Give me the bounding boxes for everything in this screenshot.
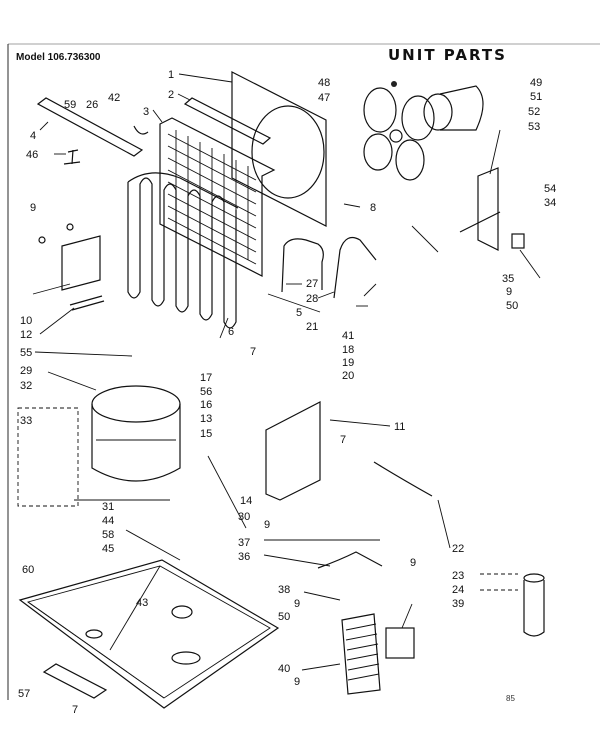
callout-20: 20 — [342, 370, 354, 382]
callout-2: 2 — [168, 89, 174, 101]
page-number: 85 — [506, 694, 515, 703]
callout-5: 5 — [296, 307, 302, 319]
bracket-46-part — [63, 149, 81, 165]
fan-blade-part — [363, 87, 435, 181]
callout-16: 16 — [200, 399, 212, 411]
callout-36: 36 — [238, 551, 250, 563]
callout-46: 46 — [26, 149, 38, 161]
callout-45: 45 — [102, 543, 114, 555]
callout-17: 17 — [200, 372, 212, 384]
callout-48: 48 — [318, 77, 330, 89]
callout-44: 44 — [102, 515, 114, 527]
evaporator-part — [127, 172, 239, 329]
callout-9a: 9 — [30, 202, 36, 214]
condenser-panel-part — [231, 71, 327, 227]
callout-60: 60 — [22, 564, 34, 576]
compressor-part — [91, 385, 181, 482]
callout-7a: 7 — [250, 346, 256, 358]
callout-10: 10 — [20, 315, 32, 327]
terminal-block-part — [511, 233, 525, 249]
strip-12-part — [69, 295, 103, 306]
callout-58: 58 — [102, 529, 114, 541]
callout-50b: 50 — [278, 611, 290, 623]
callout-18: 18 — [342, 344, 354, 356]
tube-27-part — [281, 238, 324, 293]
motor-bracket-part — [477, 167, 499, 251]
callout-28: 28 — [306, 293, 318, 305]
callout-8: 8 — [370, 202, 376, 214]
callout-49: 49 — [530, 77, 542, 89]
callout-26: 26 — [86, 99, 98, 111]
callout-32: 32 — [20, 380, 32, 392]
callout-9c: 9 — [264, 519, 270, 531]
base-pan-part — [18, 559, 280, 709]
callout-40: 40 — [278, 663, 290, 675]
callout-3: 3 — [143, 106, 149, 118]
callout-9e: 9 — [294, 598, 300, 610]
callout-27: 27 — [306, 278, 318, 290]
overload-kit-box — [17, 407, 79, 507]
cable-22-part — [373, 461, 433, 497]
control-plate-part — [265, 401, 321, 501]
callout-51: 51 — [530, 91, 542, 103]
callout-42: 42 — [108, 92, 120, 104]
relay-39-part — [385, 627, 415, 659]
callout-33: 33 — [20, 415, 32, 427]
callout-41: 41 — [342, 330, 354, 342]
callout-34: 34 — [544, 197, 556, 209]
clip-part — [133, 125, 149, 135]
callout-54: 54 — [544, 183, 556, 195]
thermostat-43-part — [171, 605, 193, 619]
callout-7b: 7 — [340, 434, 346, 446]
callout-59: 59 — [64, 99, 76, 111]
callout-57: 57 — [18, 688, 30, 700]
callout-14: 14 — [240, 495, 252, 507]
drain-hose-part — [480, 573, 545, 637]
callout-47: 47 — [318, 92, 330, 104]
callout-1: 1 — [168, 69, 174, 81]
callout-56: 56 — [200, 386, 212, 398]
tube-28-part — [333, 237, 377, 299]
leader-lines — [32, 73, 541, 671]
bracket-rail-part — [36, 97, 144, 157]
page-title: UNIT PARTS — [388, 46, 507, 64]
callout-4: 4 — [30, 130, 36, 142]
callout-29: 29 — [20, 365, 32, 377]
grille-part — [341, 613, 381, 695]
callout-labels: 1 2 3 4 5 6 7 7 7 8 9 9 9 9 9 9 10 11 12… — [18, 69, 556, 716]
model-number: Model 106.736300 — [16, 52, 101, 63]
callout-15: 15 — [200, 428, 212, 440]
callout-6: 6 — [228, 326, 234, 338]
callout-11: 11 — [394, 421, 405, 433]
callout-43: 43 — [136, 597, 148, 609]
callout-37: 37 — [238, 537, 250, 549]
callout-30: 30 — [238, 511, 250, 523]
callout-7c: 7 — [72, 704, 78, 716]
callout-52: 52 — [528, 106, 540, 118]
callout-23: 23 — [452, 570, 464, 582]
shroud-bracket-part — [61, 235, 101, 291]
harness-36-part — [317, 551, 383, 569]
callout-38: 38 — [278, 584, 290, 596]
strip-57-part — [42, 663, 108, 699]
callout-9b: 9 — [506, 286, 512, 298]
callout-39: 39 — [452, 598, 464, 610]
callout-24: 24 — [452, 584, 464, 596]
callout-50a: 50 — [506, 300, 518, 312]
callout-21: 21 — [306, 321, 318, 333]
callout-9f: 9 — [294, 676, 300, 688]
callout-13: 13 — [200, 413, 212, 425]
callout-35: 35 — [502, 273, 514, 285]
callout-53: 53 — [528, 121, 540, 133]
callout-19: 19 — [342, 357, 354, 369]
callout-55: 55 — [20, 347, 32, 359]
callout-22: 22 — [452, 543, 464, 555]
top-rail-part — [183, 97, 272, 145]
callout-9d: 9 — [410, 557, 416, 569]
fan-motor-part — [391, 81, 484, 131]
callout-31: 31 — [102, 501, 114, 513]
callout-12: 12 — [20, 329, 32, 341]
